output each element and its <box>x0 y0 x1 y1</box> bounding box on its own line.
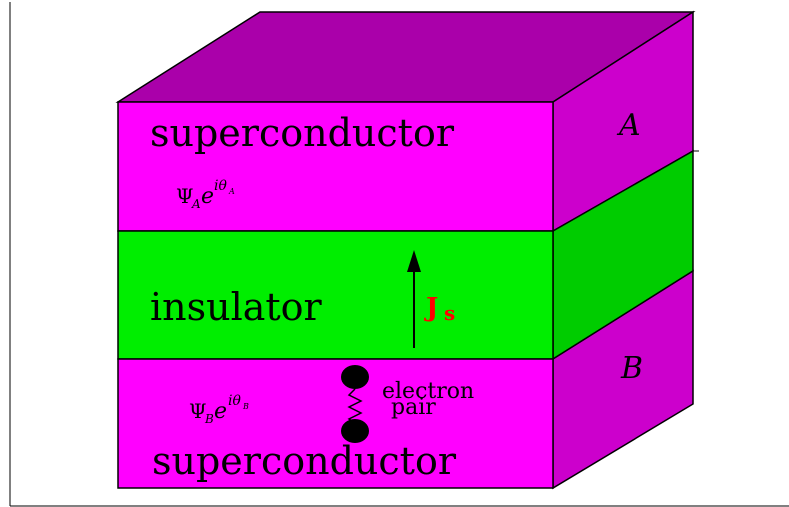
wavefunction-a: Ψ A e iθ A <box>176 178 235 211</box>
front-layer-insulator <box>117 230 554 360</box>
wavefunction-b-e: e <box>214 399 227 424</box>
electron-pair-label-line2: pair <box>391 395 436 420</box>
wavefunction-a-exp-sub: A <box>228 187 235 196</box>
front-layer-superconductor-b <box>117 358 554 489</box>
wavefunction-a-psi: Ψ <box>176 184 194 208</box>
wavefunction-b: Ψ B e iθ B <box>189 393 249 426</box>
wavefunction-b-sub: B <box>204 412 214 426</box>
wavefunction-b-exp: iθ <box>228 393 241 409</box>
middle-layer-label: insulator <box>150 285 323 329</box>
current-label-sub: s <box>444 301 455 325</box>
wavefunction-a-exp: iθ <box>214 178 227 194</box>
current-label: J s <box>424 293 455 325</box>
side-label-b: B <box>620 351 643 386</box>
current-label-main: J <box>424 293 438 323</box>
wavefunction-a-e: e <box>201 184 214 209</box>
up-arrow-icon <box>407 250 421 348</box>
front-layer-superconductor-a <box>117 101 554 232</box>
wavefunction-b-exp-sub: B <box>242 402 249 411</box>
bottom-layer-label: superconductor <box>152 439 457 483</box>
wavefunction-a-sub: A <box>191 197 201 211</box>
top-layer-label: superconductor <box>150 111 455 155</box>
side-label-a: A <box>616 108 641 143</box>
wavefunction-b-psi: Ψ <box>189 399 207 423</box>
electron-pair-label-line1: electron <box>382 379 474 404</box>
electron-pair-icon <box>341 365 369 443</box>
